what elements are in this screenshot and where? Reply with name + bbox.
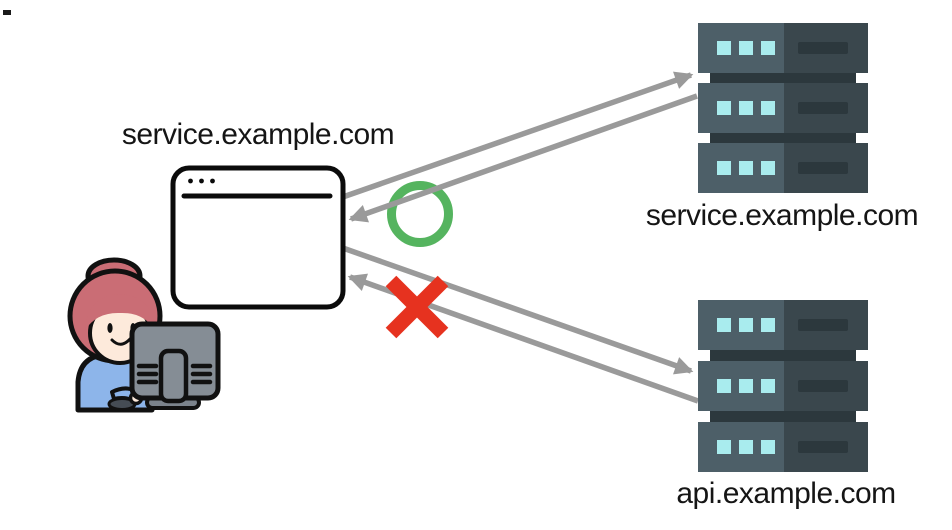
monitor — [129, 321, 221, 410]
same-origin-server-label: service.example.com — [645, 199, 919, 232]
monitor-vents — [136, 363, 213, 385]
cross-origin-server-label: api.example.com — [676, 477, 896, 510]
window-dot — [188, 178, 193, 184]
red-x-icon — [385, 275, 449, 339]
server-stack-cross-origin-icon — [698, 300, 868, 472]
green-circle-icon — [387, 181, 453, 247]
window-dot — [199, 178, 204, 184]
response-arrow-from-same-origin — [348, 93, 698, 223]
person-at-computer-icon — [67, 257, 221, 413]
eye — [107, 323, 113, 333]
window-dot — [210, 178, 215, 184]
smile — [110, 337, 132, 346]
request-arrow-to-cross-origin — [339, 244, 694, 375]
stray-mark — [3, 10, 11, 15]
monitor-stand — [158, 348, 189, 404]
arrows-same-origin — [339, 71, 698, 223]
x-stroke-2 — [385, 275, 449, 339]
server-stack-same-origin-icon — [698, 23, 868, 193]
hair-fringe — [85, 294, 155, 330]
browser-frame — [170, 165, 346, 310]
browser-window-icon — [170, 165, 346, 310]
request-arrow-to-same-origin — [339, 71, 694, 201]
browser-origin-label: service.example.com — [121, 118, 395, 151]
